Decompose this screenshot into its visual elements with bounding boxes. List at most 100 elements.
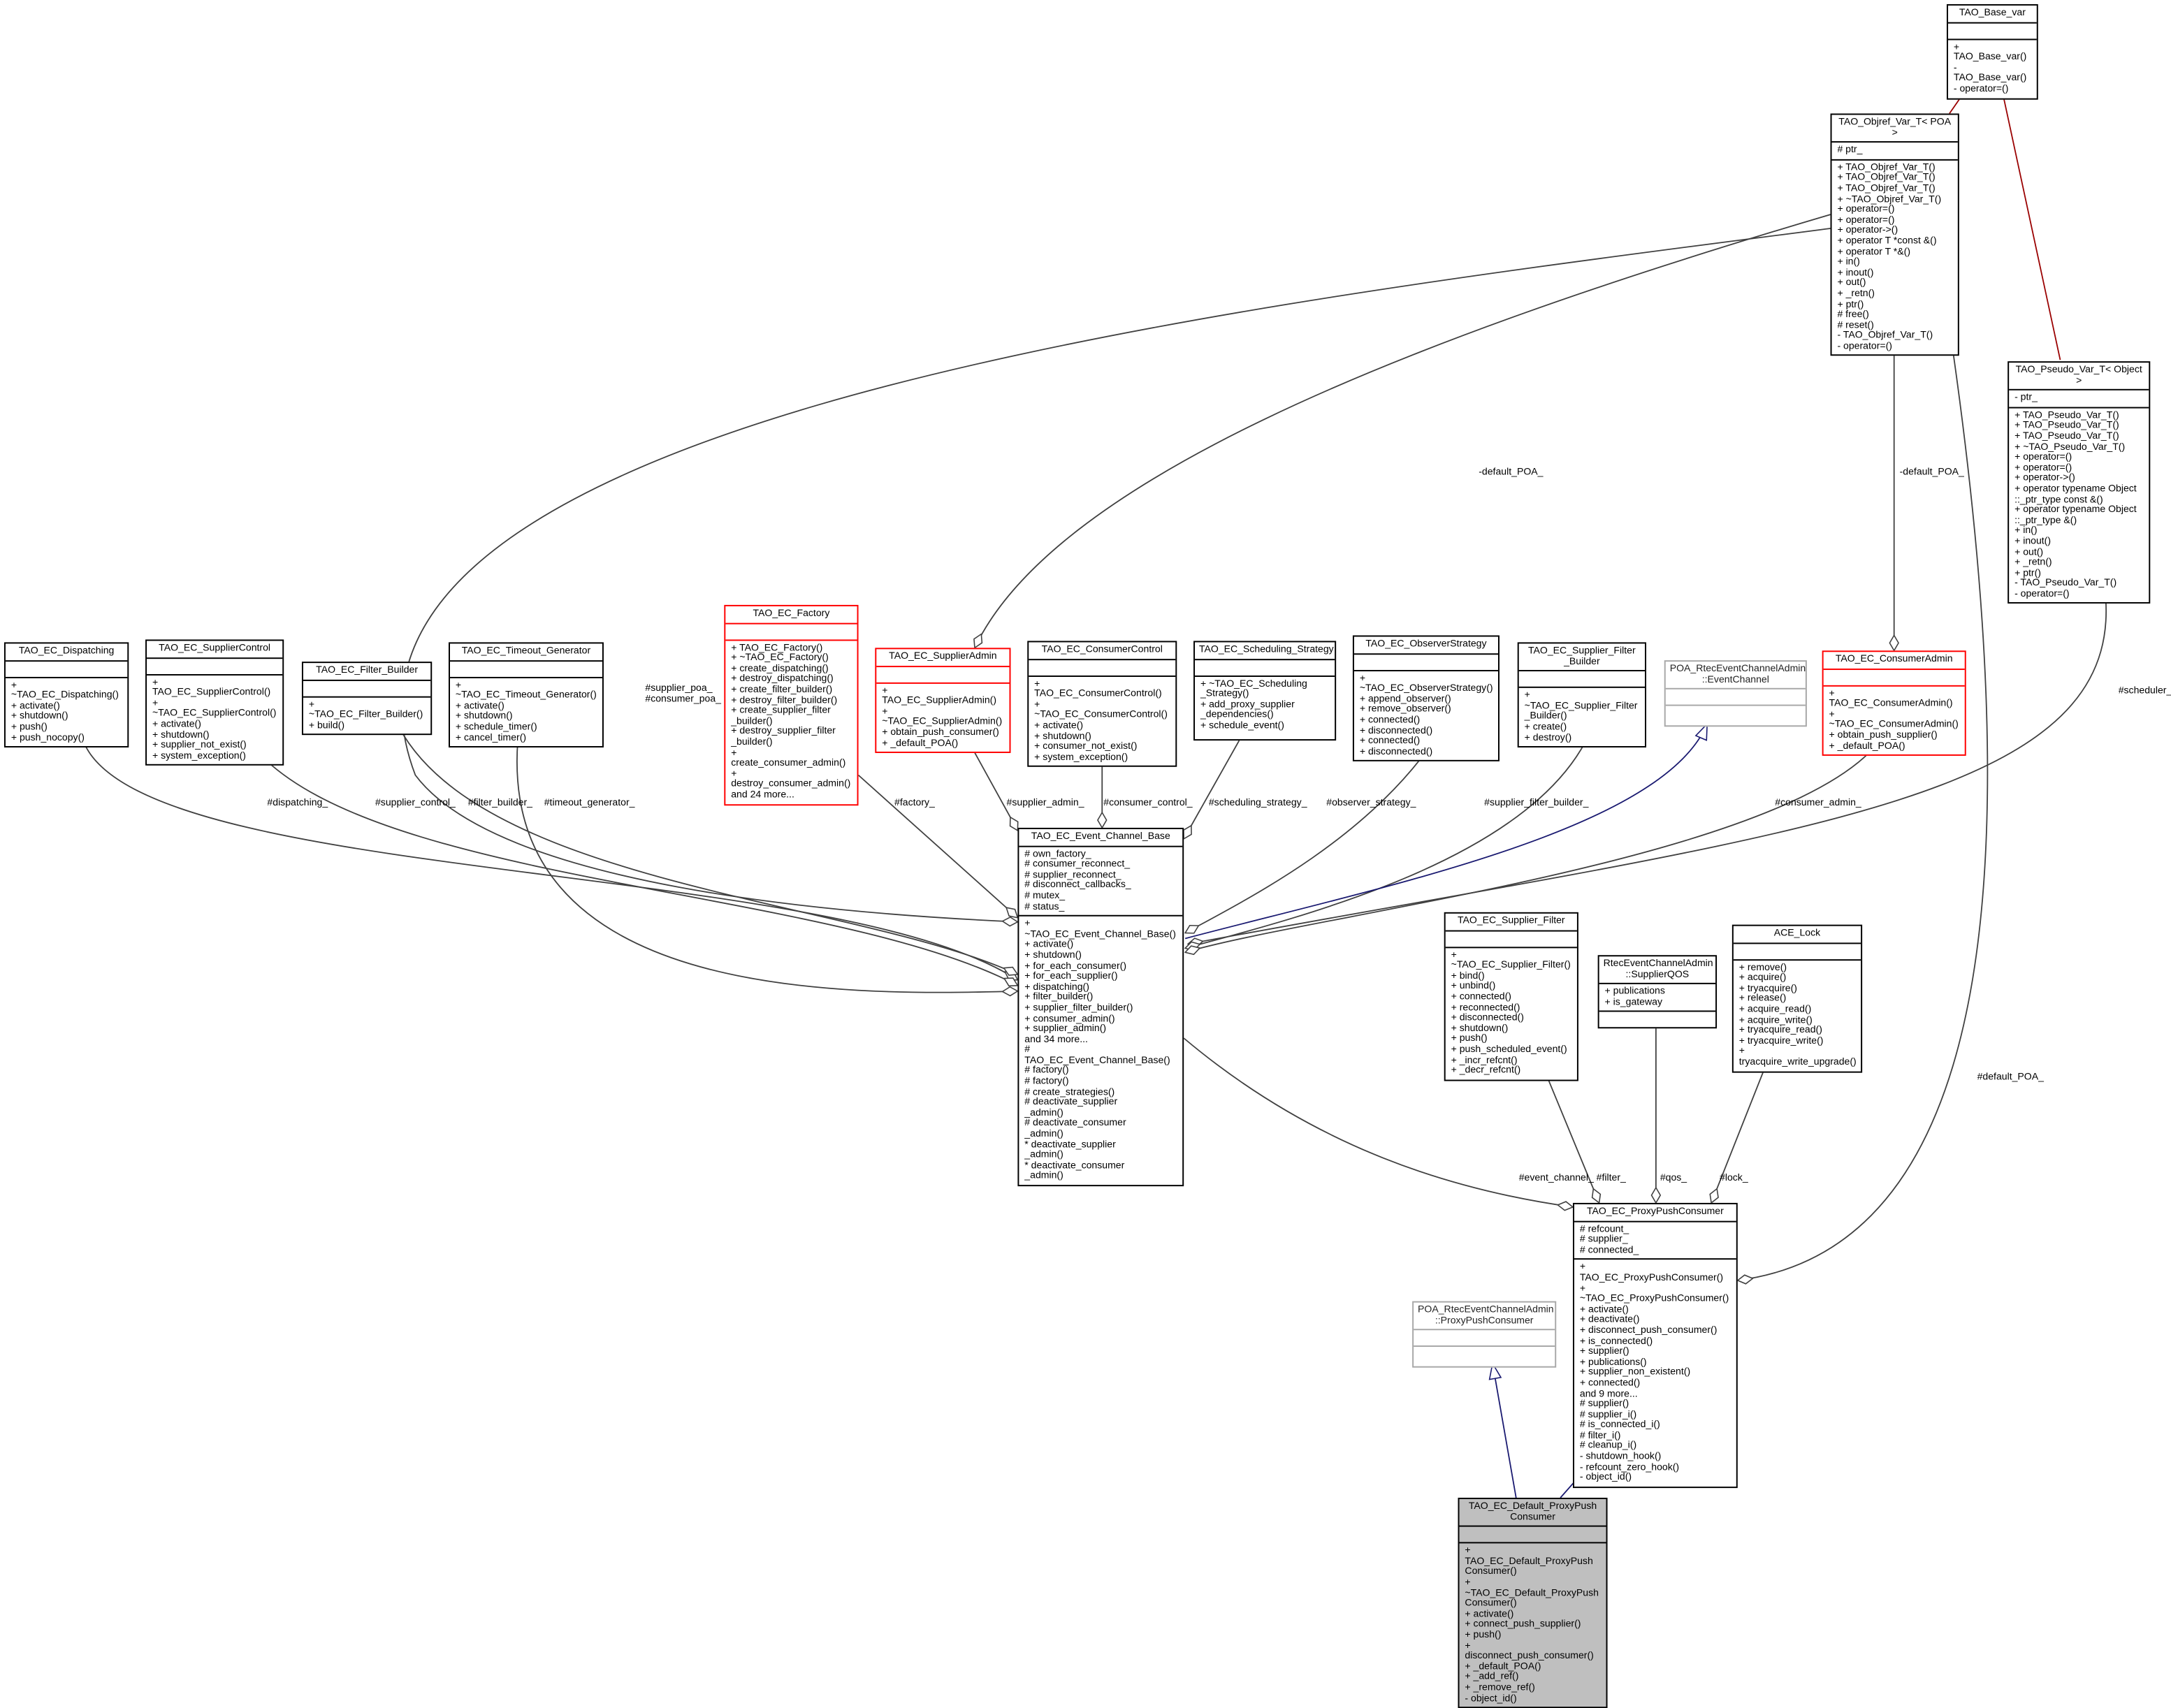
class-node-qos[interactable]: RtecEventChannelAdmin ::SupplierQOS+ pub… [1597, 955, 1718, 1029]
class-method: + _retn() [1837, 287, 1875, 299]
class-method: + operator=() [1837, 203, 1895, 215]
class-method: + supplier_non_existent() [1579, 1366, 1691, 1378]
class-method: # filter_i() [1579, 1429, 1621, 1441]
class-method: and 34 more... [1024, 1033, 1088, 1045]
class-method: # cleanup_i() [1579, 1440, 1637, 1452]
class-method: + ~TAO_EC_Factory() [731, 652, 829, 664]
class-method: + connected() [1451, 991, 1511, 1002]
edge-label: #supplier_control_ [375, 797, 456, 809]
methods-section: + ~TAO_EC_Supplier_Filter()+ bind()+ unb… [1445, 946, 1577, 1079]
methods-section: + TAO_EC_ConsumerControl()+ ~TAO_EC_Cons… [1029, 675, 1176, 766]
class-name: TAO_EC_ObserverStrategy [1365, 638, 1487, 650]
class-node-ace-lock[interactable]: ACE_Lock+ remove()+ acquire()+ tryacquir… [1731, 924, 1863, 1072]
class-node-dispatching[interactable]: TAO_EC_Dispatching+ ~TAO_EC_Dispatching(… [3, 642, 129, 748]
class-method: + operator->() [2014, 472, 2075, 484]
class-method: + create_supplier_filter _builder() [731, 704, 831, 727]
class-method: + _decr_refcnt() [1451, 1065, 1521, 1076]
class-node-consumer-control[interactable]: TAO_EC_ConsumerControl+ TAO_EC_ConsumerC… [1027, 641, 1177, 768]
template-inheritance-edge [1999, 78, 2061, 360]
class-method: # free() [1837, 309, 1869, 320]
class-node-ecb[interactable]: TAO_EC_Event_Channel_Base# own_factory_#… [1017, 827, 1184, 1187]
class-method: + shutdown() [1024, 949, 1082, 961]
class-method: + destroy_supplier_filter _builder() [731, 725, 836, 747]
class-method: + in() [2014, 525, 2038, 537]
class-method: + TAO_Base_var() [1953, 41, 2027, 63]
class-method: + push() [10, 721, 48, 733]
class-method: + destroy_filter_builder() [731, 694, 838, 706]
class-method: + ~TAO_EC_SupplierAdmin() [882, 706, 1003, 728]
class-method: + operator typename Object ::_ptr_type c… [2014, 483, 2137, 505]
class-method: + push_nocopy() [10, 731, 85, 743]
methods-section: + TAO_EC_SupplierAdmin()+ ~TAO_EC_Suppli… [876, 682, 1010, 752]
class-method: + TAO_Pseudo_Var_T() [2014, 420, 2119, 431]
class-method: + cancel_timer() [455, 731, 527, 743]
class-name: TAO_EC_Filter_Builder [316, 664, 419, 676]
class-node-ppc[interactable]: TAO_EC_ProxyPushConsumer# refcount_# sup… [1572, 1202, 1738, 1488]
class-node-default-ppc[interactable]: TAO_EC_Default_ProxyPush Consumer+ TAO_E… [1458, 1497, 1608, 1708]
class-method: + obtain_push_consumer() [882, 727, 999, 738]
edge-label: #factory_ [894, 797, 935, 809]
class-node-base-var[interactable]: TAO_Base_var+ TAO_Base_var()- TAO_Base_v… [1946, 3, 2038, 99]
class-method: + activate() [1024, 939, 1074, 950]
class-method: + connected() [1359, 735, 1421, 747]
class-name: TAO_EC_Dispatching [18, 645, 115, 657]
attributes-section [147, 657, 283, 673]
class-node-scheduling[interactable]: TAO_EC_Scheduling_Strategy+ ~TAO_EC_Sche… [1193, 641, 1337, 741]
class-attribute: # status_ [1024, 900, 1065, 912]
class-method: + _default_POA() [1465, 1660, 1541, 1672]
inheritance-edge [1184, 724, 1707, 940]
class-node-pseudo[interactable]: TAO_Pseudo_Var_T< Object >- ptr_+ TAO_Ps… [2007, 361, 2151, 604]
class-name: TAO_EC_ProxyPushConsumer [1586, 1205, 1724, 1217]
class-method: - shutdown_hook() [1579, 1450, 1662, 1462]
class-method: + in() [1837, 256, 1860, 268]
association-edge [1185, 741, 1586, 948]
class-name: TAO_Objref_Var_T< POA > [1838, 116, 1952, 138]
class-method: + _default_POA() [1829, 740, 1905, 752]
class-node-consumer-admin[interactable]: TAO_EC_ConsumerAdmin+ TAO_EC_ConsumerAdm… [1822, 650, 1966, 757]
class-name: TAO_EC_Event_Channel_Base [1031, 830, 1170, 842]
class-node-objref[interactable]: TAO_Objref_Var_T< POA ># ptr_+ TAO_Objre… [1830, 113, 1959, 357]
class-method: and 24 more... [731, 789, 794, 801]
class-method: # TAO_EC_Event_Channel_Base() [1024, 1044, 1170, 1066]
class-node-sfb[interactable]: TAO_EC_Supplier_Filter _Builder+ ~TAO_EC… [1517, 642, 1647, 748]
class-node-filter-builder[interactable]: TAO_EC_Filter_Builder+ ~TAO_EC_Filter_Bu… [301, 662, 433, 736]
class-node-factory[interactable]: TAO_EC_Factory+ TAO_EC_Factory()+ ~TAO_E… [724, 604, 859, 805]
class-method: + supplier_admin() [1024, 1023, 1107, 1035]
association-edge [1185, 751, 1427, 933]
class-node-poa-ec[interactable]: POA_RtecEventChannelAdmin ::EventChannel [1664, 660, 1807, 727]
class-node-supplier-admin[interactable]: TAO_EC_SupplierAdmin+ TAO_EC_SupplierAdm… [875, 648, 1011, 754]
class-name: POA_RtecEventChannelAdmin ::ProxyPushCon… [1418, 1304, 1554, 1326]
class-method: + ~TAO_EC_ObserverStrategy() [1359, 672, 1493, 694]
association-edge [1183, 1037, 1573, 1207]
class-method: + disconnect_push_consumer() [1579, 1324, 1718, 1336]
class-node-supplier-filter[interactable]: TAO_EC_Supplier_Filter+ ~TAO_EC_Supplier… [1444, 912, 1578, 1081]
class-node-observer[interactable]: TAO_EC_ObserverStrategy + ~TAO_EC_Observe… [1352, 635, 1500, 762]
class-method: # factory() [1024, 1065, 1069, 1076]
class-method: # deactivate_consumer _admin() [1024, 1117, 1126, 1139]
methods-section: + ~TAO_EC_Scheduling _Strategy()+ add_pr… [1195, 675, 1335, 734]
methods-section: + TAO_EC_Default_ProxyPush Consumer()+ ~… [1459, 1542, 1606, 1707]
association-edge [393, 718, 1018, 975]
class-method: + acquire_write() [1738, 1014, 1813, 1025]
class-method: # create_strategies() [1024, 1086, 1115, 1097]
attributes-section [876, 665, 1010, 682]
class-method: # deactivate_supplier _admin() [1024, 1096, 1118, 1118]
class-method: + tryacquire_read() [1738, 1024, 1822, 1036]
class-method: + create() [1524, 721, 1567, 733]
class-method: + filter_builder() [1024, 991, 1094, 1003]
attributes-section [1947, 21, 2037, 38]
association-edge [857, 774, 1018, 918]
class-method: # factory() [1024, 1075, 1069, 1087]
class-node-poa-ppc[interactable]: POA_RtecEventChannelAdmin ::ProxyPushCon… [1412, 1301, 1557, 1368]
class-node-timeout-gen[interactable]: TAO_EC_Timeout_Generator+ ~TAO_EC_Timeou… [449, 642, 604, 748]
class-node-supplier-control[interactable]: TAO_EC_SupplierControl+ TAO_EC_SupplierC… [145, 639, 284, 766]
association-edge [975, 214, 1831, 648]
class-method: + out() [2014, 546, 2044, 557]
class-name: TAO_Pseudo_Var_T< Object > [2015, 364, 2142, 386]
class-method: + supplier() [1579, 1345, 1629, 1357]
class-method: + ptr() [1837, 298, 1864, 309]
class-method: + TAO_EC_ProxyPushConsumer() [1579, 1261, 1724, 1283]
class-method: + ~TAO_EC_Supplier_Filter() [1451, 949, 1571, 971]
class-method: + TAO_EC_SupplierAdmin() [882, 685, 997, 706]
